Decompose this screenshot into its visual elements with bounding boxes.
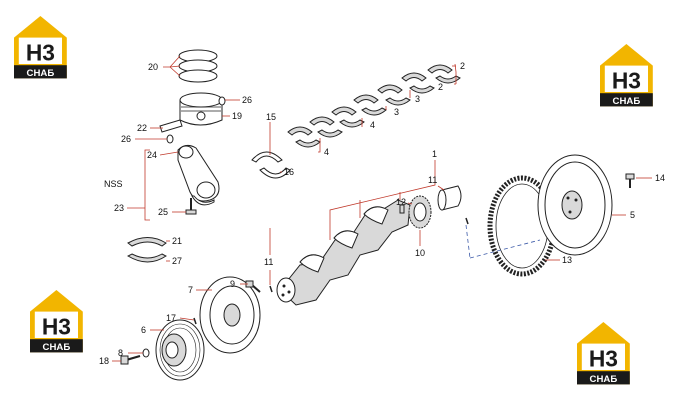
callout-1: 1 [432, 149, 437, 159]
callout-11-top: 11 [428, 175, 437, 185]
leader-lines [112, 55, 652, 362]
connecting-rod [177, 144, 220, 206]
callout-5: 5 [630, 210, 635, 220]
crankshaft-gear [408, 195, 432, 229]
piston-pin [159, 119, 183, 133]
logo-letters: H3 [612, 67, 641, 93]
pulley-center-bolt [120, 354, 141, 365]
callout-9: 9 [230, 279, 235, 289]
piston-rings [178, 49, 218, 83]
pilot-bushing [437, 185, 462, 211]
rod-bearing-lower [126, 253, 167, 263]
brand-logo-top-left: H3 СНАБ [14, 16, 67, 79]
callout-21: 21 [172, 236, 182, 246]
logo-caption: СНАБ [43, 342, 71, 353]
callout-23: 23 [114, 203, 124, 213]
callout-8: 8 [118, 348, 123, 358]
flywheel [537, 154, 613, 256]
pulley-washer [142, 348, 150, 358]
callout-15: 15 [266, 112, 276, 122]
brand-logo-bottom-left: H3 СНАБ [30, 290, 83, 353]
callout-3-upper: 3 [415, 94, 420, 104]
callout-labels: 20 26 19 22 26 24 NSS 23 25 21 27 15 16 … [99, 61, 665, 366]
callout-6: 6 [141, 325, 146, 335]
callout-2-upper: 2 [460, 61, 465, 71]
logo-letters: H3 [589, 345, 618, 371]
callout-4-upper: 4 [370, 120, 375, 130]
callout-13: 13 [562, 255, 572, 265]
callout-20: 20 [148, 62, 158, 72]
crankshaft [276, 199, 411, 306]
callout-19: 19 [232, 111, 242, 121]
circlip-right [218, 96, 226, 106]
callout-24: 24 [147, 150, 157, 160]
callout-26-top: 26 [242, 95, 252, 105]
dowel-pin-left [269, 285, 273, 293]
thrust-washer-upper [251, 151, 283, 163]
logo-letters: H3 [42, 313, 71, 339]
callout-22: 22 [137, 123, 147, 133]
callout-2-lower: 2 [438, 82, 443, 92]
callout-11-left: 11 [264, 257, 273, 267]
logo-caption: СНАБ [27, 68, 55, 79]
brand-logo-bottom-right: H3 СНАБ [577, 322, 630, 385]
gear-key [399, 204, 405, 214]
callout-4-lower: 4 [324, 147, 329, 157]
callout-12: 12 [396, 197, 406, 207]
dowel-pin-right [465, 217, 469, 225]
callout-26-left: 26 [121, 134, 131, 144]
thrust-washer-lower [259, 167, 291, 179]
crank-pulley [155, 319, 205, 381]
callout-16: 16 [284, 167, 294, 177]
callout-18: 18 [99, 356, 109, 366]
pulley-pin [193, 317, 197, 325]
callout-3-lower: 3 [394, 107, 399, 117]
main-bearing-shells [287, 64, 461, 148]
damper-pulley [199, 276, 261, 354]
brand-logo-top-right: H3 СНАБ [600, 44, 653, 107]
logo-letters: H3 [26, 39, 55, 65]
group-label-nss: NSS [104, 179, 123, 189]
callout-14: 14 [655, 173, 665, 183]
callout-25: 25 [158, 207, 168, 217]
callout-17: 17 [166, 313, 176, 323]
callout-10: 10 [415, 248, 425, 258]
logo-caption: СНАБ [613, 96, 641, 107]
callout-27: 27 [172, 256, 182, 266]
logo-caption: СНАБ [590, 374, 618, 385]
rod-bearing-upper [127, 237, 167, 247]
callout-7: 7 [188, 285, 193, 295]
flywheel-bolt [625, 173, 635, 188]
piston [179, 92, 223, 126]
circlip-left [166, 134, 174, 144]
